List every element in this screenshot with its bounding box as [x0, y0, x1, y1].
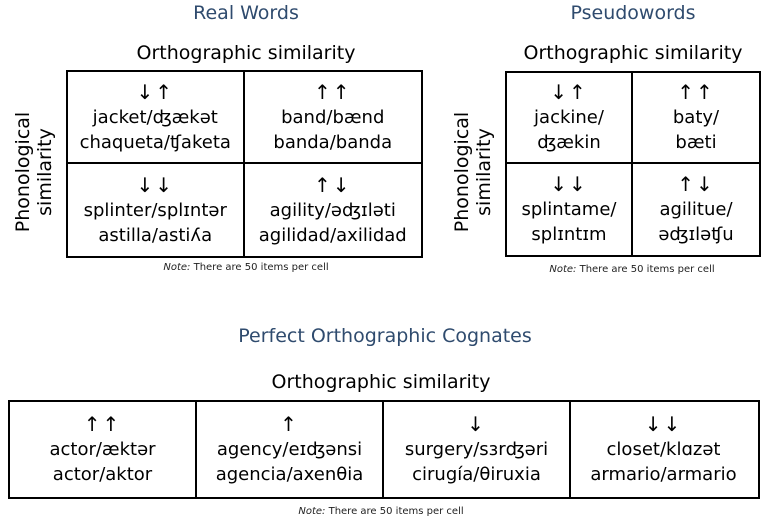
note-label: Note: [549, 264, 577, 275]
arrows: ↓↓ [644, 412, 683, 436]
pseudowords-cell-top-left: ↓↑ jackine/ ʤækin [507, 73, 633, 164]
cell-translation: armario/armario [590, 464, 737, 485]
real-words-cell-bottom-right: ↑↓ agility/əʤɪləti agilidad/axilidad [245, 164, 422, 256]
pseudowords-cell-top-right: ↑↑ baty/ bæti [633, 73, 759, 164]
arrows: ↑↑ [313, 79, 352, 104]
cognates-note: Note: There are 50 items per cell [298, 506, 463, 517]
arrows: ↓↓ [550, 172, 588, 196]
cell-translation: agilidad/axilidad [258, 224, 407, 246]
cell-word: jackine/ [534, 107, 604, 128]
cognates-cell-1: ↑↑ actor/æktər actor/aktor [10, 402, 197, 497]
cell-word: surgery/sɜrʤəri [404, 439, 549, 460]
cell-translation: chaqueta/ʧaketa [79, 131, 231, 153]
real-words-cell-bottom-left: ↓↓ splinter/splɪntər astilla/astiʎa [68, 164, 245, 256]
cell-word: band/bænd [281, 106, 385, 128]
arrows: ↑↑ [677, 80, 715, 104]
cognates-cell-2: ↑ agency/eɪʤənsi agencia/axenθia [197, 402, 384, 497]
pseudowords-cell-bottom-right: ↑↓ agilitue/ əʤɪləʧu [633, 164, 759, 255]
arrows: ↓ [467, 412, 486, 436]
pseudowords-y-label-line1: Phonological [451, 111, 473, 233]
cell-translation: ʤækin [537, 132, 601, 153]
cell-word: splinter/splɪntər [83, 199, 227, 221]
pseudowords-title: Pseudowords [570, 2, 696, 24]
real-words-y-label-line2: similarity [34, 128, 56, 216]
pseudowords-grid: ↓↑ jackine/ ʤækin ↑↑ baty/ bæti ↓↓ splin… [505, 71, 761, 257]
cell-translation: əʤɪləʧu [658, 224, 734, 245]
note-label: Note: [163, 262, 191, 273]
cognates-cell-4: ↓↓ closet/klɑzət armario/armario [571, 402, 756, 497]
arrows: ↑↓ [313, 172, 352, 197]
real-words-note: Note: There are 50 items per cell [163, 262, 328, 273]
real-words-cell-top-right: ↑↑ band/bænd banda/banda [244, 72, 421, 164]
cell-word: actor/æktər [49, 439, 156, 460]
arrows: ↓↑ [550, 80, 588, 104]
cell-translation: splɪntɪm [531, 224, 607, 245]
arrows: ↑ [280, 412, 299, 436]
cell-word: agency/eɪʤənsi [216, 439, 363, 460]
cell-word: jacket/ʤækət [92, 106, 218, 128]
cognates-title: Perfect Orthographic Cognates [238, 325, 532, 347]
cell-translation: agencia/axenθia [215, 464, 364, 485]
real-words-cell-top-left: ↓↑ jacket/ʤækət chaqueta/ʧaketa [68, 72, 245, 164]
real-words-title: Real Words [193, 2, 299, 24]
cell-translation: actor/aktor [52, 464, 153, 485]
cell-translation: cirugía/θiruxia [412, 464, 541, 485]
pseudowords-cell-bottom-left: ↓↓ splintame/ splɪntɪm [507, 164, 633, 255]
arrows: ↑↓ [677, 172, 715, 196]
pseudowords-y-label-line2: similarity [473, 128, 495, 216]
note-text: There are 50 items per cell [190, 262, 329, 273]
note-text: There are 50 items per cell [576, 264, 715, 275]
pseudowords-note: Note: There are 50 items per cell [549, 264, 714, 275]
cell-word: splintame/ [521, 199, 617, 220]
real-words-grid: ↓↑ jacket/ʤækət chaqueta/ʧaketa ↑↑ band/… [66, 70, 423, 258]
pseudowords-x-axis-label: Orthographic similarity [523, 42, 743, 64]
note-label: Note: [298, 506, 326, 517]
cognates-cell-3: ↓ surgery/sɜrʤəri cirugía/θiruxia [384, 402, 571, 497]
real-words-x-axis-label: Orthographic similarity [136, 42, 356, 64]
cell-word: agilitue/ [659, 199, 733, 220]
cell-translation: astilla/astiʎa [98, 224, 213, 246]
cognates-x-axis-label: Orthographic similarity [271, 371, 491, 393]
cell-word: closet/klɑzət [606, 439, 721, 460]
arrows: ↓↓ [136, 172, 174, 197]
cell-translation: bæti [675, 132, 717, 153]
note-text: There are 50 items per cell [325, 506, 464, 517]
arrows: ↓↑ [136, 79, 174, 104]
real-words-y-label-line1: Phonological [12, 111, 34, 233]
cognates-grid: ↑↑ actor/æktər actor/aktor ↑ agency/eɪʤə… [8, 400, 760, 499]
cell-word: agility/əʤɪləti [269, 199, 396, 221]
cell-word: baty/ [672, 107, 720, 128]
cell-translation: banda/banda [273, 131, 393, 153]
arrows: ↑↑ [83, 412, 122, 436]
